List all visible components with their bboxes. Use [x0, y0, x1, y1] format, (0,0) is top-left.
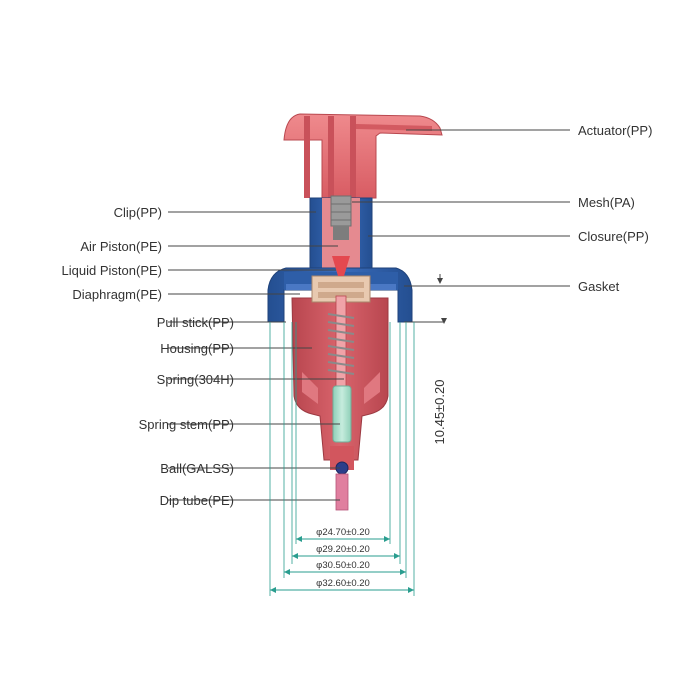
dimension-lines — [269, 274, 447, 596]
leader-lines — [168, 129, 570, 501]
label-dip-tube: Dip tube(PE) — [160, 493, 234, 508]
pump-drawing — [267, 113, 443, 511]
label-diaphragm: Diaphragm(PE) — [72, 287, 162, 302]
dim-height: 10.45±0.20 — [432, 380, 447, 445]
label-closure: Closure(PP) — [578, 229, 649, 244]
dim-d1: φ24.70±0.20 — [316, 527, 370, 538]
label-spring: Spring(304H) — [157, 372, 234, 387]
label-ball: Ball(GALSS) — [160, 461, 234, 476]
actuator-part — [283, 113, 443, 199]
label-liquid-piston: Liquid Piston(PE) — [62, 263, 162, 278]
label-mesh: Mesh(PA) — [578, 195, 635, 210]
label-clip: Clip(PP) — [114, 205, 162, 220]
dim-d4: φ32.60±0.20 — [316, 578, 370, 589]
spring-stem-part — [332, 385, 352, 443]
dip-tube-part — [335, 473, 349, 511]
mesh-part — [330, 195, 352, 227]
label-actuator: Actuator(PP) — [578, 123, 652, 138]
label-pull-stick: Pull stick(PP) — [157, 315, 234, 330]
dim-d3: φ30.50±0.20 — [316, 560, 370, 571]
spring-part — [327, 313, 355, 375]
dim-d2: φ29.20±0.20 — [316, 544, 370, 555]
label-housing: Housing(PP) — [160, 341, 234, 356]
label-spring-stem: Spring stem(PP) — [139, 417, 234, 432]
label-gasket: Gasket — [578, 279, 620, 294]
label-air-piston: Air Piston(PE) — [80, 239, 162, 254]
